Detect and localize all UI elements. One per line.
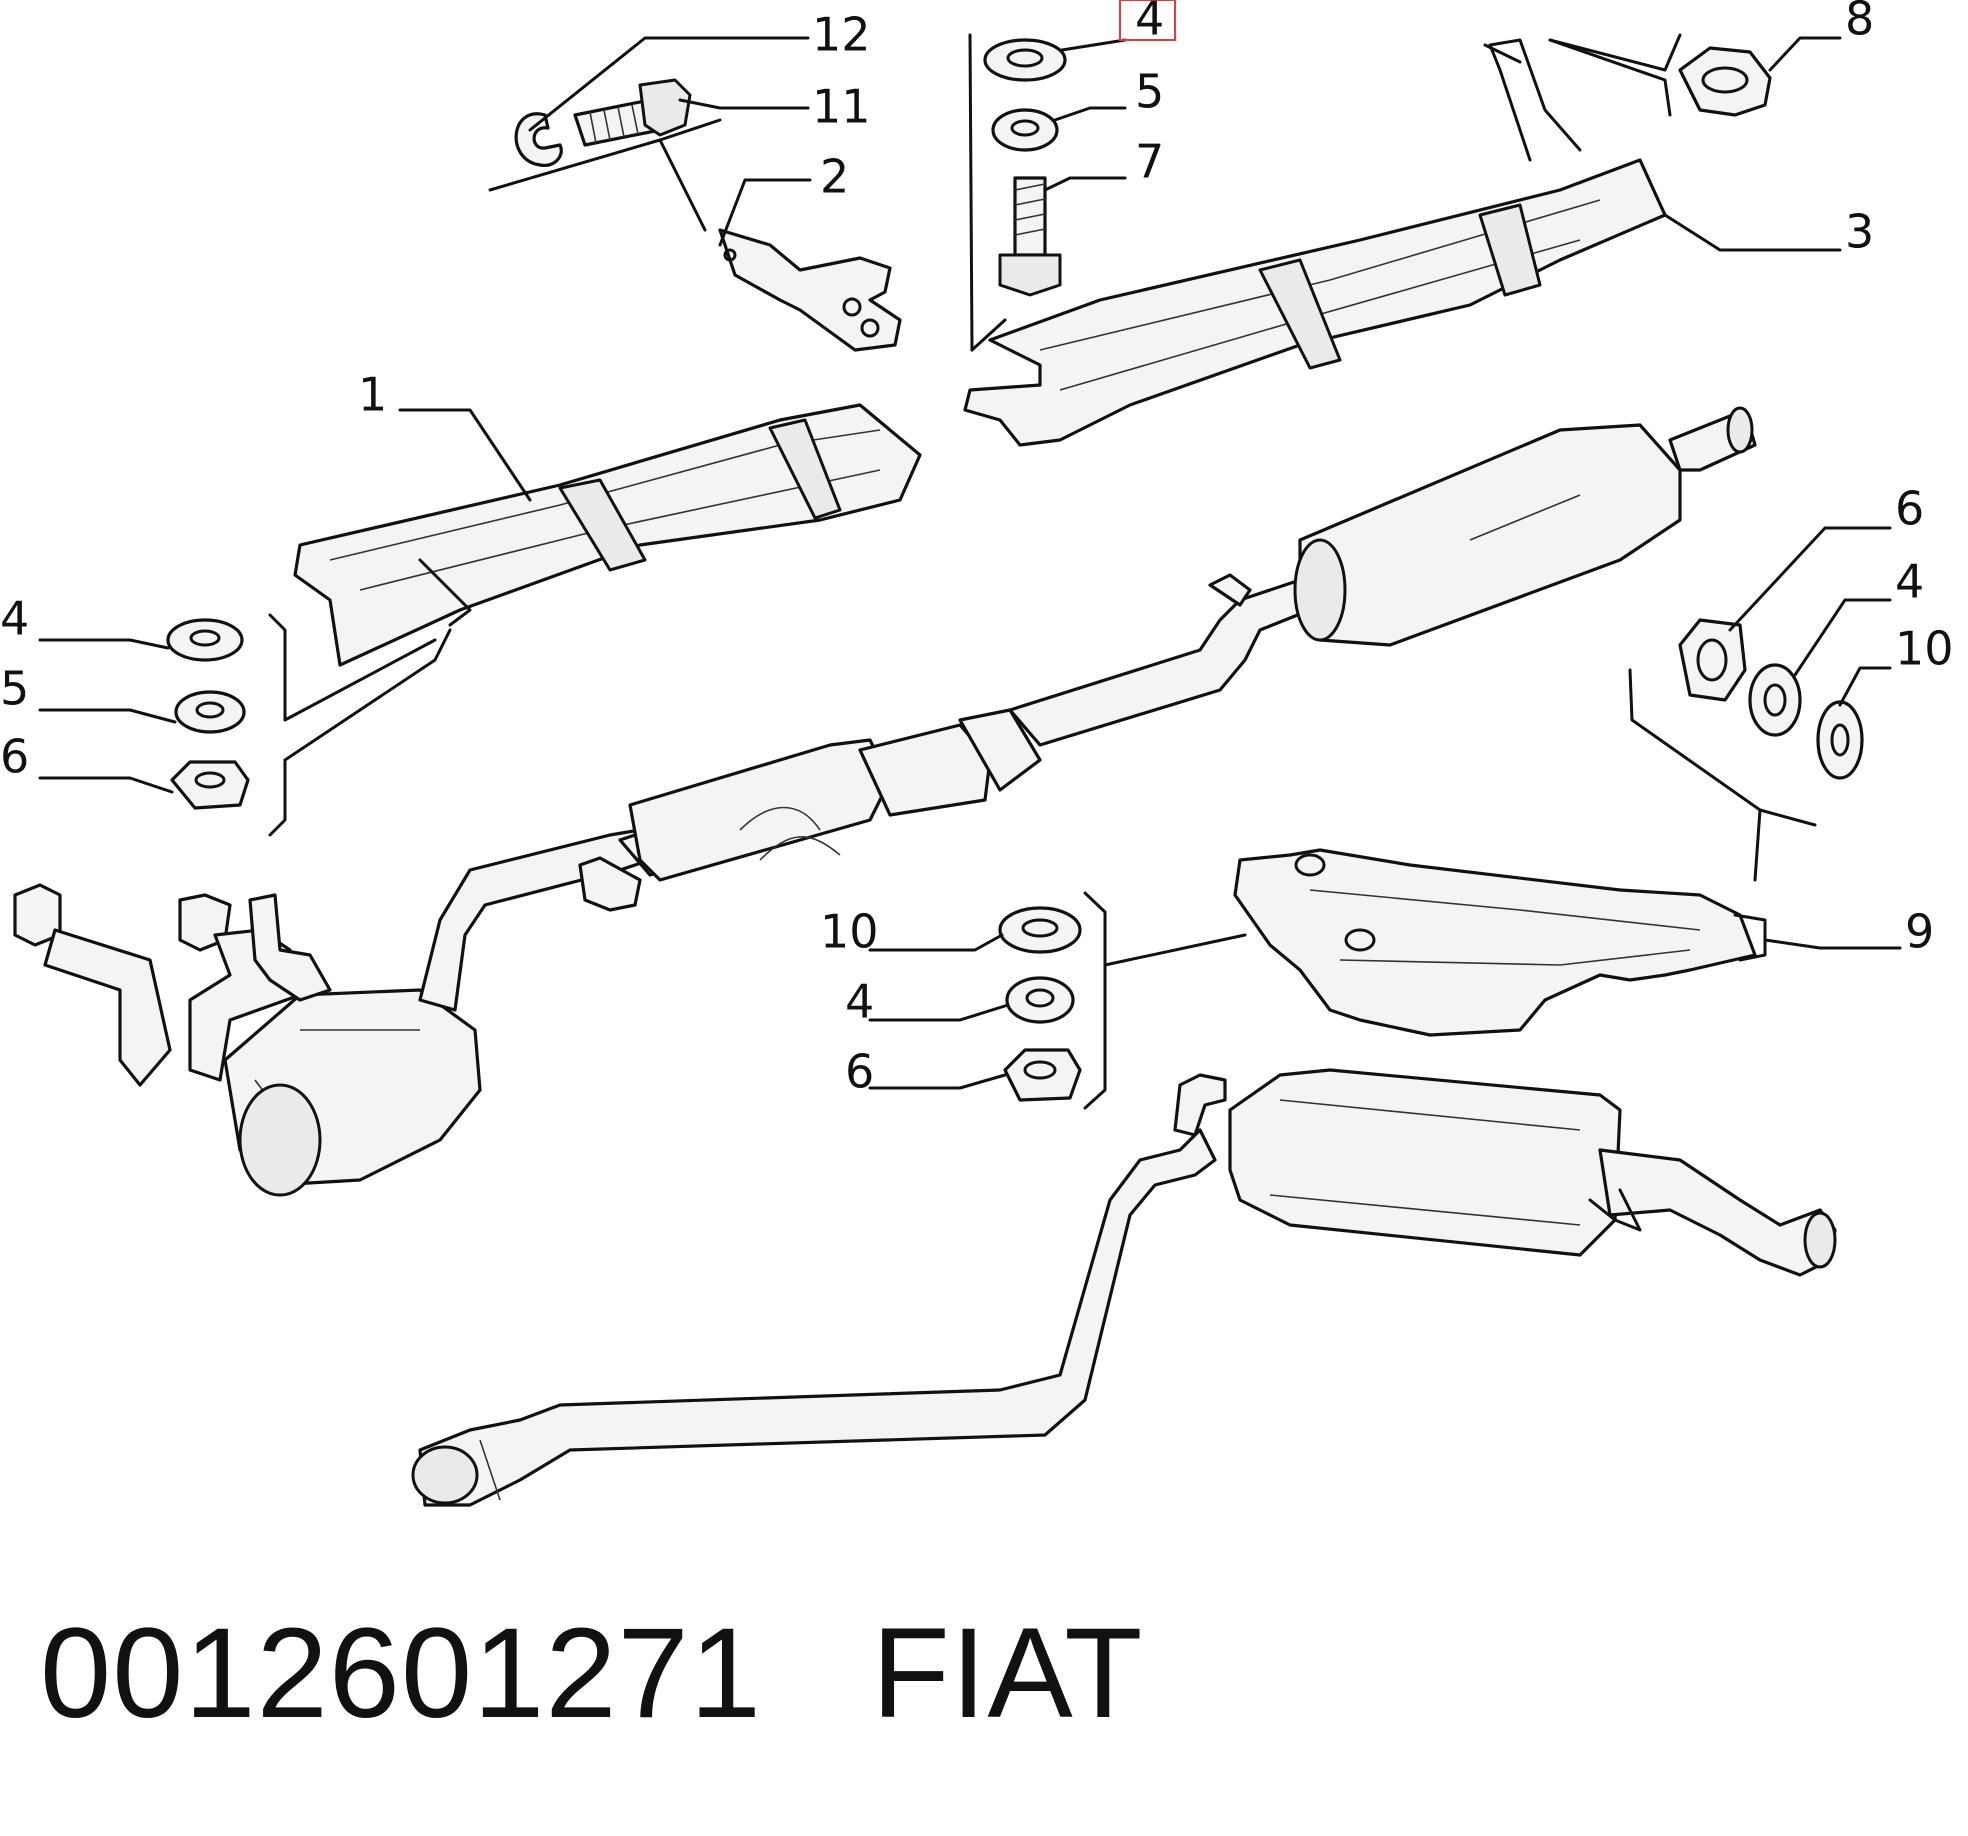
rear-muffler-tailpipe[interactable] bbox=[411, 1068, 1837, 1507]
callout-10-mid[interactable]: 10 bbox=[820, 905, 879, 959]
nut-6-right[interactable] bbox=[1678, 618, 1747, 702]
callout-11[interactable]: 11 bbox=[812, 80, 871, 134]
callout-4-left[interactable]: 4 bbox=[0, 592, 29, 646]
callout-12[interactable]: 12 bbox=[812, 8, 871, 62]
callout-9[interactable]: 9 bbox=[1905, 905, 1934, 959]
clip-12[interactable] bbox=[514, 112, 563, 168]
bracket-2[interactable] bbox=[718, 228, 902, 352]
leader-lines bbox=[38, 33, 1902, 1110]
spring-washer-5-left[interactable] bbox=[174, 690, 246, 734]
callout-1[interactable]: 1 bbox=[358, 368, 387, 422]
callout-4-top[interactable]: 4 bbox=[1135, 0, 1164, 46]
washer-10-mid[interactable] bbox=[998, 906, 1082, 954]
nut-6-mid[interactable] bbox=[1003, 1048, 1082, 1102]
spring-washer-5-top[interactable] bbox=[991, 108, 1059, 152]
heat-shield-rear[interactable] bbox=[963, 38, 1667, 447]
nut-6-left[interactable] bbox=[170, 760, 250, 810]
callout-labels: 12 11 2 4 5 7 8 3 1 4 5 6 6 4 10 9 10 4 … bbox=[0, 0, 1954, 1099]
brand-name: FIAT bbox=[871, 1602, 1144, 1745]
callout-4-top-highlight bbox=[1119, 0, 1176, 41]
part-caption: 0012601271 FIAT bbox=[40, 1600, 1143, 1747]
callout-5-top[interactable]: 5 bbox=[1135, 65, 1164, 119]
callout-6-right[interactable]: 6 bbox=[1895, 482, 1924, 536]
callout-7[interactable]: 7 bbox=[1135, 135, 1164, 189]
washer-10-right[interactable] bbox=[1816, 700, 1864, 780]
callout-6-left[interactable]: 6 bbox=[0, 730, 29, 784]
heat-shield-front[interactable] bbox=[293, 403, 922, 667]
callout-10-right[interactable]: 10 bbox=[1895, 622, 1954, 676]
callout-5-left[interactable]: 5 bbox=[0, 662, 29, 716]
callout-8[interactable]: 8 bbox=[1845, 0, 1874, 46]
front-pipe-catalyst[interactable] bbox=[13, 406, 1757, 1197]
callout-2[interactable]: 2 bbox=[820, 150, 849, 204]
washer-4-top[interactable] bbox=[983, 38, 1067, 82]
bolt-7[interactable] bbox=[998, 176, 1062, 297]
callout-3[interactable]: 3 bbox=[1845, 205, 1874, 259]
callout-6-mid[interactable]: 6 bbox=[845, 1045, 874, 1099]
part-number: 0012601271 bbox=[40, 1602, 762, 1745]
callout-4-mid[interactable]: 4 bbox=[845, 975, 874, 1029]
spring-washer-4-mid[interactable] bbox=[1005, 976, 1075, 1024]
washer-4-left[interactable] bbox=[166, 618, 244, 662]
bolt-11[interactable] bbox=[573, 78, 692, 147]
nut-8[interactable] bbox=[1678, 46, 1772, 117]
callout-4-right[interactable]: 4 bbox=[1895, 555, 1924, 609]
spring-washer-4-right[interactable] bbox=[1748, 663, 1802, 737]
heat-shield-9[interactable] bbox=[1233, 848, 1767, 1037]
